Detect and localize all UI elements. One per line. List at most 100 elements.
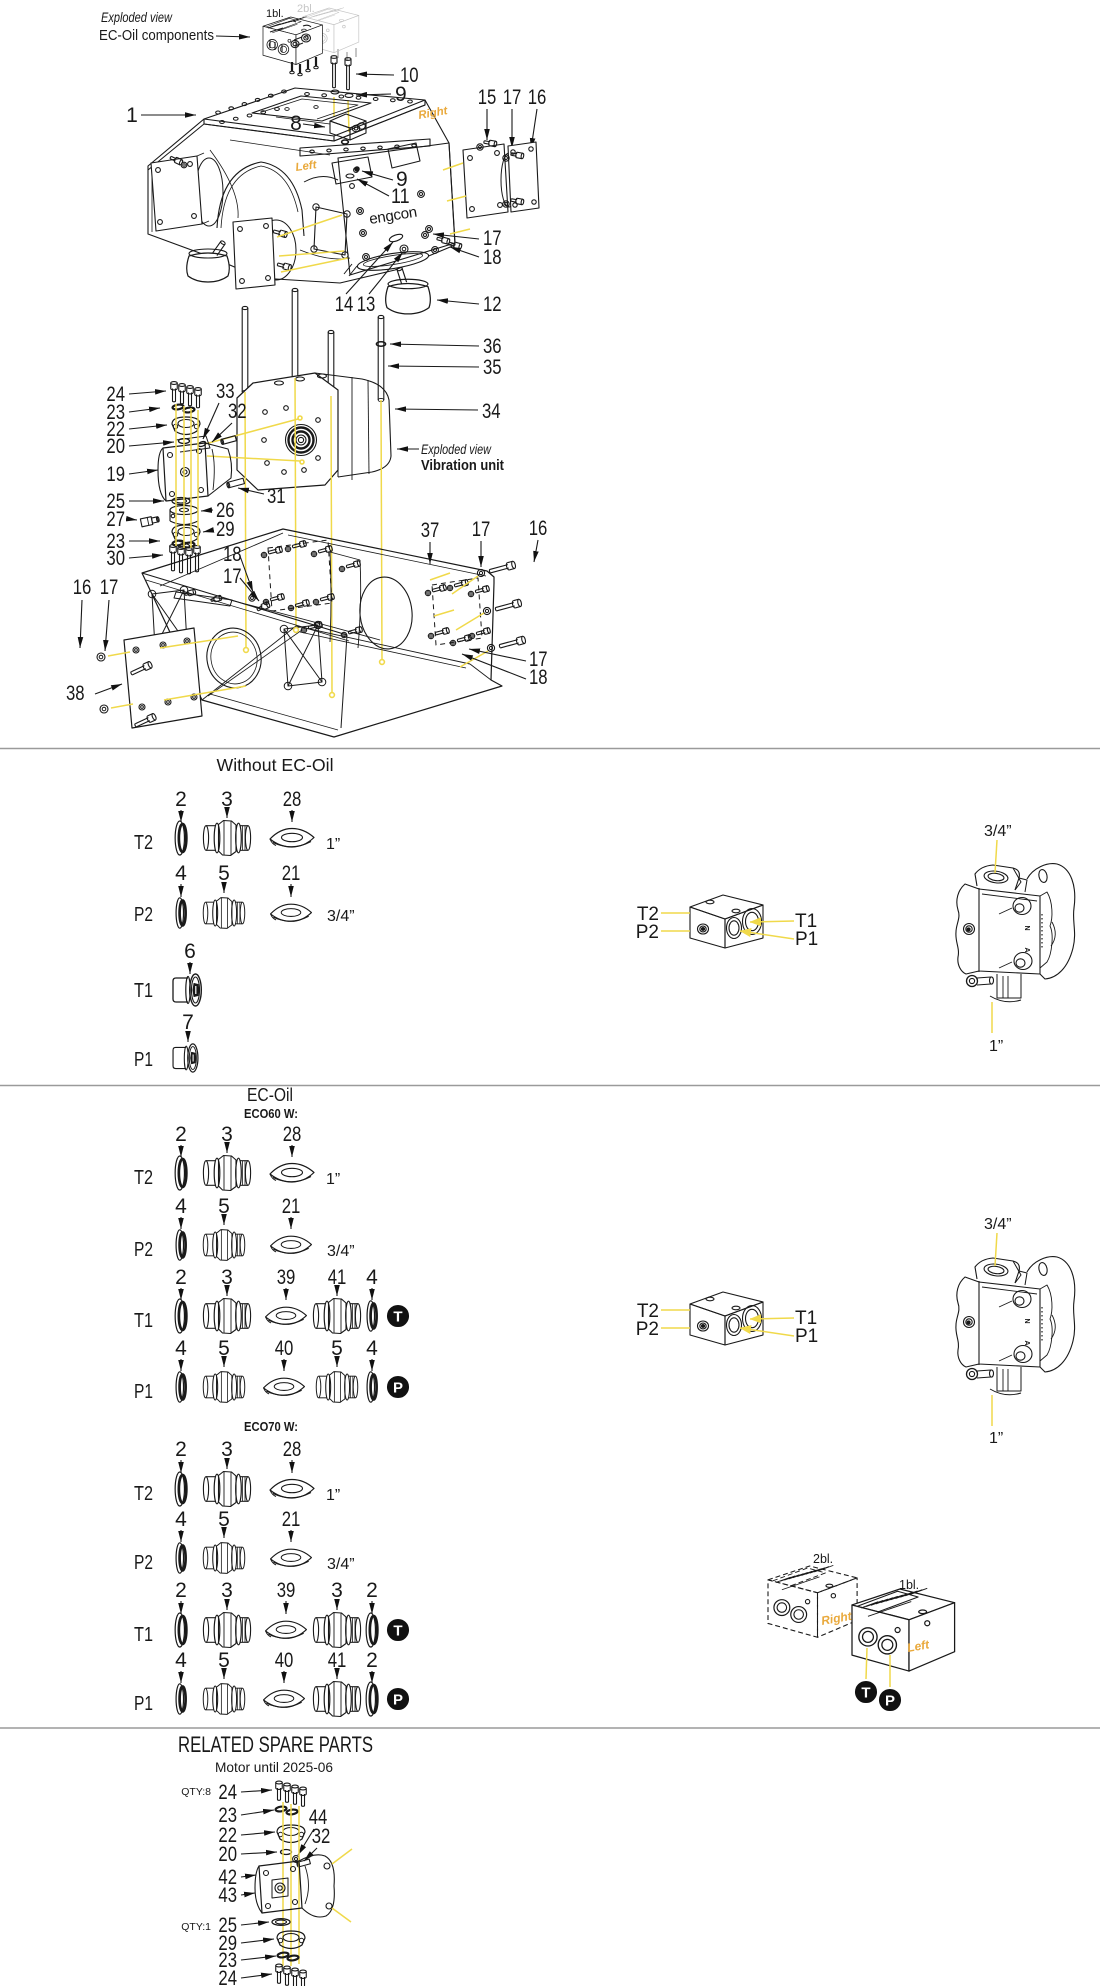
svg-text:28: 28	[283, 1438, 302, 1461]
svg-text:21: 21	[282, 1508, 301, 1531]
svg-text:26: 26	[216, 499, 235, 522]
svg-text:2: 2	[366, 1579, 378, 1602]
svg-text:2: 2	[175, 1579, 187, 1602]
svg-text:2: 2	[175, 1438, 187, 1461]
svg-text:Right: Right	[820, 1609, 854, 1628]
svg-text:4: 4	[175, 862, 187, 885]
svg-text:23: 23	[106, 401, 125, 424]
svg-text:17: 17	[483, 227, 502, 250]
svg-text:1: 1	[126, 104, 138, 127]
svg-text:32: 32	[228, 400, 247, 423]
svg-text:QTY:8: QTY:8	[181, 1786, 211, 1798]
svg-text:16: 16	[528, 86, 547, 109]
svg-text:25: 25	[106, 490, 125, 513]
svg-text:P: P	[885, 1692, 895, 1709]
svg-text:24: 24	[218, 1967, 237, 1986]
svg-text:40: 40	[275, 1337, 294, 1360]
svg-text:Left: Left	[295, 159, 319, 174]
svg-text:12: 12	[483, 293, 502, 316]
svg-text:9: 9	[396, 168, 408, 191]
svg-text:P2: P2	[636, 922, 659, 943]
svg-text:22: 22	[218, 1824, 237, 1847]
svg-text:11: 11	[391, 185, 410, 208]
svg-text:1”: 1”	[326, 836, 340, 853]
svg-text:43: 43	[218, 1884, 237, 1907]
svg-text:A: A	[1023, 1340, 1030, 1345]
svg-text:3: 3	[221, 788, 233, 811]
svg-text:EC-Oil: EC-Oil	[247, 1085, 293, 1105]
svg-text:7: 7	[182, 1011, 194, 1034]
svg-text:1bl.: 1bl.	[899, 1578, 919, 1592]
svg-text:T1: T1	[134, 1624, 153, 1646]
svg-text:T1: T1	[795, 911, 817, 932]
svg-text:T: T	[393, 1622, 402, 1639]
svg-text:1”: 1”	[989, 1430, 1003, 1447]
svg-text:18: 18	[223, 543, 242, 566]
svg-text:8: 8	[290, 112, 302, 135]
svg-text:17: 17	[529, 648, 548, 671]
svg-text:ECO60 W:: ECO60 W:	[244, 1106, 298, 1121]
svg-text:Motor until 2025-06: Motor until 2025-06	[215, 1759, 333, 1775]
svg-text:Without EC-Oil: Without EC-Oil	[217, 755, 334, 775]
svg-text:33: 33	[216, 380, 235, 403]
svg-text:27: 27	[106, 508, 125, 531]
svg-text:T2: T2	[637, 904, 659, 925]
svg-text:2: 2	[175, 788, 187, 811]
svg-text:23: 23	[106, 530, 125, 553]
svg-text:16: 16	[529, 517, 548, 540]
svg-text:T1: T1	[134, 980, 153, 1002]
svg-text:3: 3	[221, 1266, 233, 1289]
svg-text:14: 14	[335, 293, 354, 316]
svg-text:4: 4	[175, 1508, 187, 1531]
svg-text:Left: Left	[906, 1637, 931, 1655]
svg-text:P: P	[393, 1691, 403, 1708]
svg-text:4: 4	[366, 1266, 378, 1289]
svg-text:RELATED SPARE PARTS: RELATED SPARE PARTS	[178, 1732, 373, 1757]
svg-text:Exploded view: Exploded view	[421, 442, 492, 457]
svg-text:P2: P2	[636, 1319, 659, 1340]
svg-text:39: 39	[277, 1579, 296, 1602]
svg-text:2: 2	[175, 1123, 187, 1146]
svg-text:5: 5	[218, 862, 230, 885]
svg-text:38: 38	[66, 682, 85, 705]
svg-text:P1: P1	[134, 1693, 153, 1715]
svg-text:4: 4	[366, 1337, 378, 1360]
svg-text:ECO70 W:: ECO70 W:	[244, 1419, 298, 1434]
svg-text:N: N	[1023, 925, 1030, 930]
svg-text:20: 20	[218, 1843, 237, 1866]
svg-text:31: 31	[267, 485, 286, 508]
svg-text:3: 3	[221, 1579, 233, 1602]
svg-text:1bl.: 1bl.	[266, 8, 284, 20]
svg-text:30: 30	[106, 547, 125, 570]
svg-text:24: 24	[106, 383, 125, 406]
svg-text:A: A	[1023, 947, 1030, 952]
svg-text:T2: T2	[134, 1167, 153, 1189]
svg-text:20: 20	[106, 435, 125, 458]
svg-text:T1: T1	[134, 1310, 153, 1332]
svg-text:5: 5	[218, 1649, 230, 1672]
svg-text:21: 21	[282, 1195, 301, 1218]
svg-text:3/4”: 3/4”	[984, 823, 1012, 840]
svg-text:17: 17	[223, 565, 242, 588]
svg-text:22: 22	[106, 418, 125, 441]
svg-text:P1: P1	[134, 1049, 153, 1071]
svg-text:Vibration unit: Vibration unit	[421, 458, 504, 474]
svg-text:16: 16	[73, 576, 92, 599]
svg-text:3: 3	[331, 1579, 343, 1602]
svg-text:1”: 1”	[326, 1171, 340, 1188]
svg-text:3/4”: 3/4”	[984, 1216, 1012, 1233]
svg-text:1”: 1”	[989, 1038, 1003, 1055]
svg-text:5: 5	[331, 1337, 343, 1360]
svg-text:2bl.: 2bl.	[813, 1552, 833, 1566]
svg-text:32: 32	[312, 1825, 331, 1848]
svg-text:17: 17	[100, 576, 119, 599]
svg-text:T2: T2	[134, 1483, 153, 1505]
svg-text:18: 18	[529, 666, 548, 689]
svg-text:P1: P1	[795, 1326, 818, 1347]
svg-text:3: 3	[221, 1123, 233, 1146]
svg-text:6: 6	[184, 940, 196, 963]
svg-text:24: 24	[218, 1781, 237, 1804]
svg-text:4: 4	[175, 1649, 187, 1672]
svg-text:19: 19	[106, 463, 125, 486]
svg-text:21: 21	[282, 862, 301, 885]
